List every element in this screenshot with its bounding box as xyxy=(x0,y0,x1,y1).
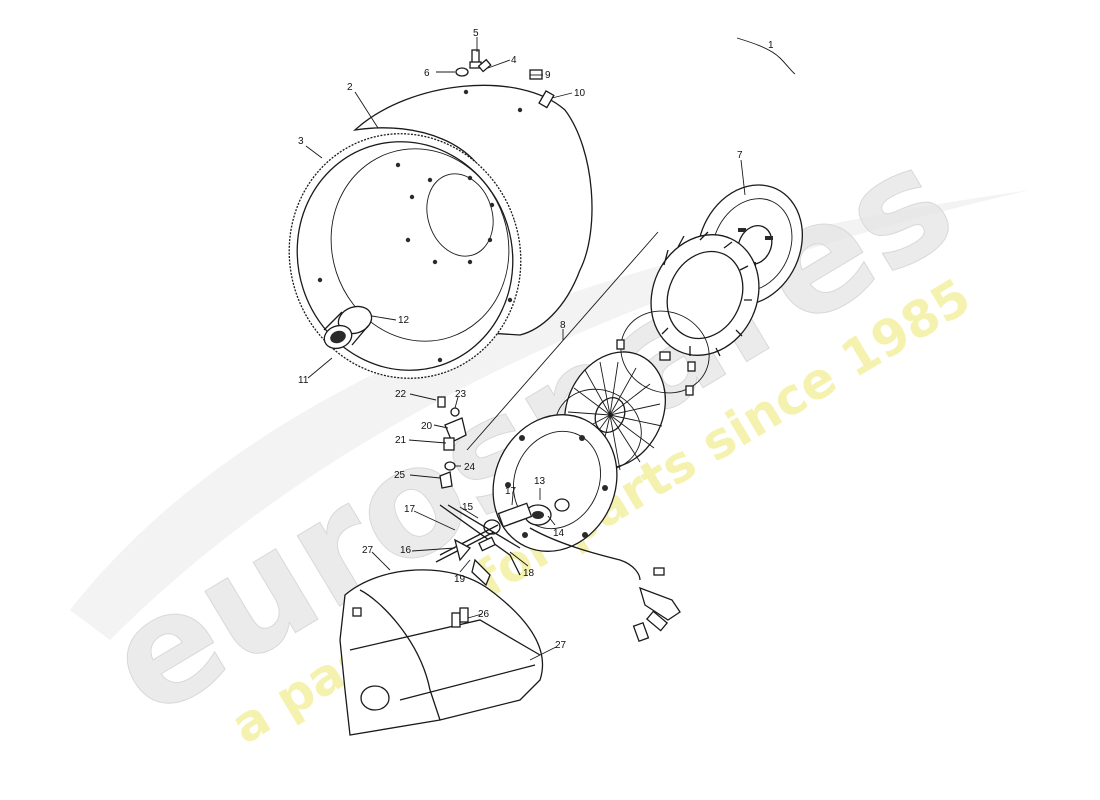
ring-gear-inner xyxy=(296,141,514,371)
callout-3: 3 xyxy=(298,136,304,147)
cable-clips xyxy=(632,567,681,643)
callout-12: 12 xyxy=(398,315,410,326)
callout-20: 20 xyxy=(421,421,433,432)
callout-26: 26 xyxy=(478,609,490,620)
callout-15: 15 xyxy=(462,502,474,513)
callout-22: 22 xyxy=(395,389,407,400)
callout-1: 1 xyxy=(768,40,774,51)
callout-14: 14 xyxy=(553,528,565,539)
callout-8: 8 xyxy=(560,320,566,331)
callout-16: 16 xyxy=(400,545,412,556)
callout-2: 2 xyxy=(347,82,353,93)
callout-21: 21 xyxy=(395,435,407,446)
release-fork xyxy=(435,504,521,587)
callout-24: 24 xyxy=(464,462,476,473)
callout-6: 6 xyxy=(424,68,430,79)
callout-9: 9 xyxy=(545,70,551,81)
spigot-bearing xyxy=(323,305,373,350)
callout-10: 10 xyxy=(574,88,586,99)
slave-cylinder-parts xyxy=(437,396,467,489)
bell-housing-aperture xyxy=(360,685,390,711)
callout-4: 4 xyxy=(511,55,517,66)
callout-25: 25 xyxy=(394,470,406,481)
callout-18: 18 xyxy=(523,568,535,579)
callout-13: 13 xyxy=(534,476,546,487)
callout-labels: 1 2 3 4 5 6 7 8 9 10 11 12 13 14 15 16 1… xyxy=(298,28,774,651)
leader-lines xyxy=(305,37,796,661)
callout-27a: 27 xyxy=(362,545,374,556)
flywheel-inner-rim xyxy=(330,148,510,342)
release-cable xyxy=(529,527,641,581)
flywheel-bolts xyxy=(455,49,555,109)
release-bearing xyxy=(483,498,570,535)
callout-11: 11 xyxy=(298,375,309,386)
callout-5: 5 xyxy=(473,28,479,39)
callout-23: 23 xyxy=(455,389,467,400)
callout-7: 7 xyxy=(737,150,743,161)
bell-housing xyxy=(339,569,544,736)
group-bracket-8 xyxy=(466,231,659,451)
callout-19: 19 xyxy=(454,574,466,585)
pressure-plate xyxy=(650,231,760,357)
callout-17b: 17 xyxy=(505,486,517,497)
callout-17a: 17 xyxy=(404,504,416,515)
callout-27b: 27 xyxy=(555,640,567,651)
flywheel-bolt-holes xyxy=(317,89,523,363)
